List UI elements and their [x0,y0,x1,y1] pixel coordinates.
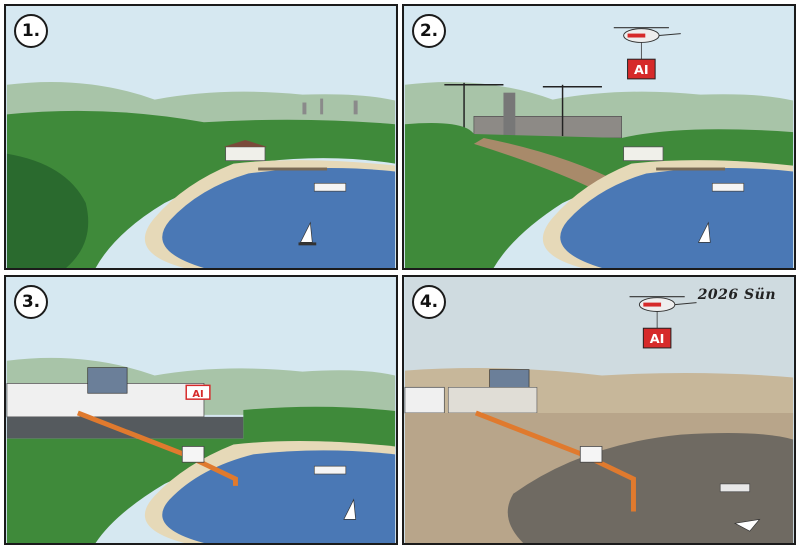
lake [162,167,396,268]
helicopter: AI [629,296,697,349]
panel-number-badge: 2. [412,14,446,48]
parking-lot [6,416,244,439]
dry-lake-bed [507,432,794,543]
ai-sign-label: AI [650,332,665,347]
panel-number-badge: 1. [14,14,48,48]
lake-house [225,146,266,162]
pump-house [181,446,205,463]
water-pipe [474,410,636,512]
forest [6,110,396,268]
panel-4: 4. 2026 Sün AI [402,275,796,545]
panel-1-scene [6,6,396,268]
ai-sign-label: AI [634,63,649,78]
distant-town [302,98,358,115]
helicopter: AI [613,27,681,80]
cleared-land [473,137,622,194]
artist-signature: 2026 Sün [697,287,776,303]
ai-data-center: AI [6,367,211,418]
panel-3-scene: AI [6,277,396,543]
ai-sign [642,327,672,349]
panel-number-badge: 3. [14,285,48,319]
toppled-sailboat [733,518,761,532]
panel-number-badge: 4. [412,285,446,319]
ai-data-center [404,369,538,414]
panel-2-scene: AI [404,6,794,268]
stranded-boat [719,483,751,493]
panel-2: 2. AI [402,4,796,270]
ferry-boat [313,182,347,192]
panel-1: 1. [4,4,398,270]
pier [258,167,328,171]
panel-4-scene: AI [404,277,794,543]
panel-3: 3. AI [4,275,398,545]
ai-sign [627,58,656,80]
ai-sign-label: AI [192,389,203,400]
water-pipe [76,410,238,486]
construction-site [444,82,622,139]
